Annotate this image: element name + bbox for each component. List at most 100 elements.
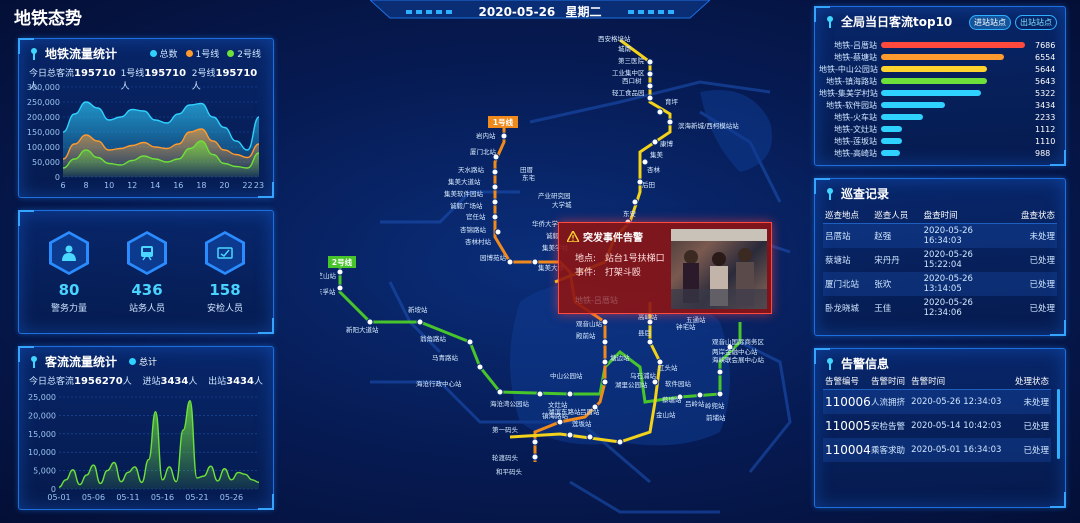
svg-text:莲坂站: 莲坂站 [572, 419, 592, 428]
flow-stats-title: 客流流量统计 [45, 355, 118, 369]
svg-text:杏林: 杏林 [647, 165, 661, 174]
series-line-1 [62, 128, 260, 160]
svg-text:2号线: 2号线 [332, 257, 353, 267]
alarm-scrollbar[interactable] [1057, 389, 1060, 459]
top10-station: 地铁-中山公园站 [819, 64, 878, 74]
svg-text:镇海路站: 镇海路站 [542, 411, 569, 420]
top10-bar [881, 78, 987, 84]
y-tick-label: 200,000 [27, 113, 60, 122]
table-cell: 厦门北站 [825, 280, 860, 290]
alert-camera-image[interactable] [671, 229, 767, 309]
x-tick-label: 05-11 [116, 493, 139, 502]
pin-icon [29, 355, 39, 368]
alert-event: 打架斗殴 [604, 268, 641, 278]
svg-text:诚毅: 诚毅 [546, 231, 560, 240]
line1-tag[interactable]: 1号线 [488, 116, 518, 128]
table-cell: 王佳 [874, 304, 892, 314]
x-tick-label: 16 [173, 181, 183, 190]
svg-text:西口树: 西口树 [622, 76, 642, 85]
svg-text:海峡联会展中心站: 海峡联会展中心站 [712, 355, 765, 364]
x-tick-label: 8 [84, 181, 89, 190]
svg-text:集美大桥: 集美大桥 [538, 263, 565, 272]
table-cell: 110005 [825, 419, 871, 433]
svg-text:东安: 东安 [623, 209, 637, 218]
series-line-0 [62, 101, 260, 151]
svg-text:岩内站: 岩内站 [476, 131, 496, 140]
pin-icon [825, 357, 835, 370]
tab-exit-stations[interactable]: 出站站点 [1015, 15, 1057, 30]
table-header: 巡查地点 巡查人员 盘查时间 盘查状态 [823, 207, 1057, 224]
top10-track [881, 138, 1031, 144]
top10-value: 6554 [1035, 52, 1056, 62]
alert-location: 站台1号扶梯口 [604, 254, 665, 264]
svg-text:蔡塘站: 蔡塘站 [662, 395, 682, 404]
patrol-title: 巡查记录 [841, 187, 890, 201]
svg-text:和平码头: 和平码头 [496, 467, 523, 476]
svg-text:殿前站: 殿前站 [576, 331, 596, 340]
top10-track [881, 42, 1031, 48]
top10-bar [881, 90, 981, 96]
train-icon [141, 246, 153, 261]
svg-text:天竺山站: 天竺山站 [320, 271, 337, 280]
station-labels: 西安格培站 城南 第三医院 工业集中区 西口树 轻工食品园 育坪 滨海新城/西柯… [320, 34, 765, 476]
top10-track [881, 66, 1031, 72]
pin-icon [825, 15, 835, 28]
alert-popup[interactable]: 突发事件告警 地点: 站台1号扶梯口 事件: 打架斗殴 地铁-吕厝站 [558, 222, 772, 314]
line2-tag[interactable]: 2号线 [328, 256, 356, 268]
legend-flow-total[interactable]: 总计 [129, 355, 157, 368]
svg-text:吕厝站: 吕厝站 [580, 407, 600, 416]
top10-value: 5644 [1035, 64, 1056, 74]
x-tick-label: 12 [127, 181, 137, 190]
top10-bar [881, 150, 900, 156]
svg-text:高崎站: 高崎站 [638, 312, 658, 321]
legend-line2[interactable]: 2号线 [227, 47, 261, 60]
svg-text:杏林村站: 杏林村站 [465, 237, 492, 246]
svg-text:湖滨东路站: 湖滨东路站 [548, 407, 581, 416]
police-icon [62, 245, 76, 261]
svg-text:后田: 后田 [642, 180, 655, 189]
table-cell: 人流拥挤 [870, 398, 905, 408]
y-tick-label: 300,000 [27, 83, 60, 92]
legend-total[interactable]: 总数 [149, 47, 178, 60]
table-cell: 蔡塘站 [825, 256, 851, 266]
metro-stats-panel: 地铁流量统计 总数 1号线 2号线 今日总客流195710人 1号线195710… [18, 38, 274, 198]
table-cell: 吕厝站 [825, 232, 851, 242]
svg-text:园博苑站: 园博苑站 [480, 253, 507, 262]
x-tick-label: 20 [219, 181, 229, 190]
svg-text:工业集中区: 工业集中区 [612, 68, 645, 77]
table-cell: 安检告警 [870, 422, 905, 432]
table-cell: 2020-05-26 16:34:03 [923, 226, 973, 246]
top10-bar [881, 66, 987, 72]
top10-row[interactable]: 地铁-中山公园站 5644 [819, 63, 1055, 75]
tab-entry-stations[interactable]: 进站站点 [969, 15, 1011, 30]
table-cell: 2020-05-26 12:34:06 [923, 298, 973, 318]
top10-value: 5322 [1035, 88, 1056, 98]
svg-text:大学城: 大学城 [552, 200, 572, 209]
alert-behind-text: 地铁-吕厝站 [575, 296, 618, 305]
top10-station: 地铁-文灶站 [834, 124, 877, 134]
table-cell: 张欢 [874, 280, 892, 290]
table-cell: 赵强 [874, 232, 892, 242]
svg-text:官任站: 官任站 [466, 212, 486, 221]
svg-text:文灶站: 文灶站 [548, 400, 568, 409]
legend-line1[interactable]: 1号线 [185, 47, 219, 60]
svg-text:新阳大道站: 新阳大道站 [346, 325, 379, 334]
warning-icon [567, 231, 579, 242]
y-tick-label: 10,000 [28, 448, 56, 457]
